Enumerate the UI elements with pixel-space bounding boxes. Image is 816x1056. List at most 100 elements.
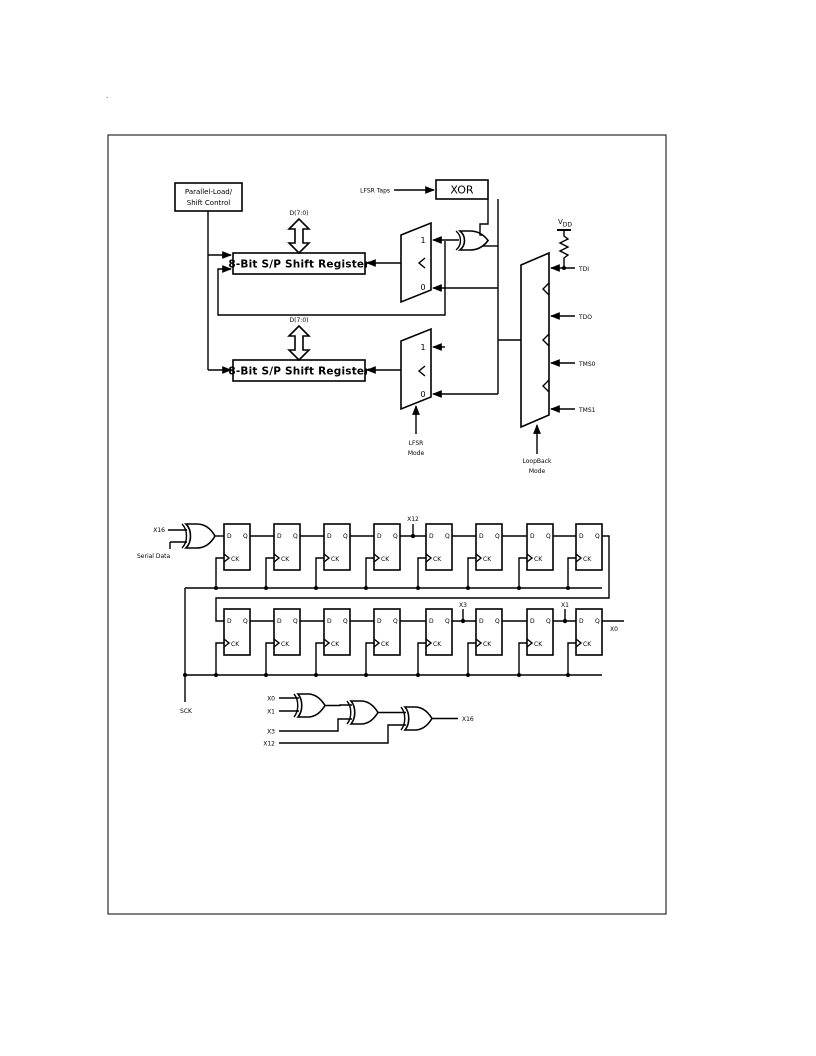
loopback-mux <box>520 251 550 429</box>
ff-d-label: D <box>479 533 484 540</box>
flip-flop-body <box>373 523 401 571</box>
tap-junction <box>562 618 568 624</box>
x12-tap-label: X12 <box>407 516 419 523</box>
flip-flop-body <box>575 523 603 571</box>
ff-q-label: Q <box>243 618 248 625</box>
chain-label-x1: X1 <box>267 709 275 716</box>
ff-d-label: D <box>327 618 332 625</box>
ff-ck-label: CK <box>483 556 492 563</box>
ff-ck-label: CK <box>433 556 442 563</box>
clock-feed <box>567 642 576 675</box>
clock-feed <box>467 642 476 675</box>
chain-output-label: X16 <box>462 716 474 723</box>
clock-triangle <box>273 638 281 648</box>
xor-box-to-gate <box>479 199 489 236</box>
tap-junction <box>410 533 416 539</box>
chain-xor-gate-1-arc <box>293 693 299 718</box>
chain-in-x3 <box>279 718 352 732</box>
row-return <box>215 535 610 622</box>
pullup-resistor <box>558 230 570 268</box>
chain-xor-gate-2 <box>349 700 379 725</box>
clock-triangle <box>575 638 583 648</box>
chain-xor-gate-1 <box>296 693 326 718</box>
loopback-mode-label-1: LoopBack <box>523 458 552 465</box>
flip-flop-body <box>323 523 351 571</box>
ff-q-label: Q <box>343 618 348 625</box>
shift-register-bottom-label: 8-Bit S/P Shift Register <box>228 366 370 378</box>
xor-box <box>435 179 489 200</box>
mux-top-input-0: 0 <box>420 283 425 292</box>
mux-top-notch <box>417 257 426 269</box>
clock-junction <box>517 586 521 590</box>
x0-output-label: X0 <box>610 626 618 633</box>
clock-junction <box>517 673 521 677</box>
control-box-line-2: Shift Control <box>187 199 230 207</box>
clock-triangle <box>526 553 534 563</box>
chain-xor-gate-3-arc <box>400 706 406 731</box>
ff-q-label: Q <box>595 618 600 625</box>
pin-tms0-label: TMS0 <box>578 361 596 368</box>
clock-triangle <box>425 638 433 648</box>
chain-label-x0: X0 <box>267 696 275 703</box>
flip-flop-body <box>323 608 351 656</box>
ff-ck-label: CK <box>381 556 390 563</box>
clock-junction <box>314 586 318 590</box>
ff-d-label: D <box>530 618 535 625</box>
tap-junction <box>460 618 466 624</box>
flip-flop-body <box>425 523 453 571</box>
ff-ck-label: CK <box>583 641 592 648</box>
mux-bottom-notch <box>417 365 426 377</box>
data-bus-arrow-bottom <box>287 324 311 362</box>
xor-box-label: XOR <box>450 184 473 197</box>
clock-junction <box>566 586 570 590</box>
clock-junction <box>466 586 470 590</box>
ff-q-label: Q <box>393 533 398 540</box>
ff-d-label: D <box>327 533 332 540</box>
chain-label-x12: X12 <box>263 741 275 748</box>
pin-tms1-label: TMS1 <box>578 407 596 414</box>
shift-register-top-label: 8-Bit S/P Shift Register <box>228 259 370 271</box>
mux-bottom-input-0: 0 <box>420 390 425 399</box>
clock-feed <box>315 557 324 588</box>
mux-top <box>400 221 432 304</box>
clock-triangle <box>323 638 331 648</box>
flip-flop: D Q CK <box>475 523 503 571</box>
loopback-mode-label-2: Mode <box>529 468 546 475</box>
sck-label: SCK <box>180 708 193 715</box>
chain-xor-gate-2-arc <box>346 700 352 725</box>
flip-flop-body <box>273 523 301 571</box>
flip-flop-body <box>273 608 301 656</box>
clock-feed <box>417 642 426 675</box>
clock-feed <box>417 557 426 588</box>
sck-junction <box>183 673 187 677</box>
feedback-loop <box>217 241 446 316</box>
ff-ck-label: CK <box>534 641 543 648</box>
ff-ck-label: CK <box>433 641 442 648</box>
lfsr-mode-label-1: LFSR <box>409 440 424 447</box>
clock-triangle <box>475 638 483 648</box>
input-xor-gate-arc <box>181 523 188 549</box>
ff-q-label: Q <box>595 533 600 540</box>
clock-junction <box>566 673 570 677</box>
feedback-xor-gate <box>457 230 489 251</box>
ff-ck-label: CK <box>281 556 290 563</box>
clock-feed <box>365 642 374 675</box>
loopback-notch-3 <box>542 379 550 393</box>
chain-in-x12 <box>279 724 406 744</box>
clock-feed <box>518 642 527 675</box>
clock-junction <box>264 673 268 677</box>
ff-d-label: D <box>277 618 282 625</box>
ff-ck-label: CK <box>331 556 340 563</box>
clock-triangle <box>526 638 534 648</box>
ff-ck-label: CK <box>231 556 240 563</box>
x16-input-label: X16 <box>153 527 165 534</box>
ff-q-label: Q <box>495 533 500 540</box>
clock-junction <box>364 586 368 590</box>
ff-ck-label: CK <box>381 641 390 648</box>
